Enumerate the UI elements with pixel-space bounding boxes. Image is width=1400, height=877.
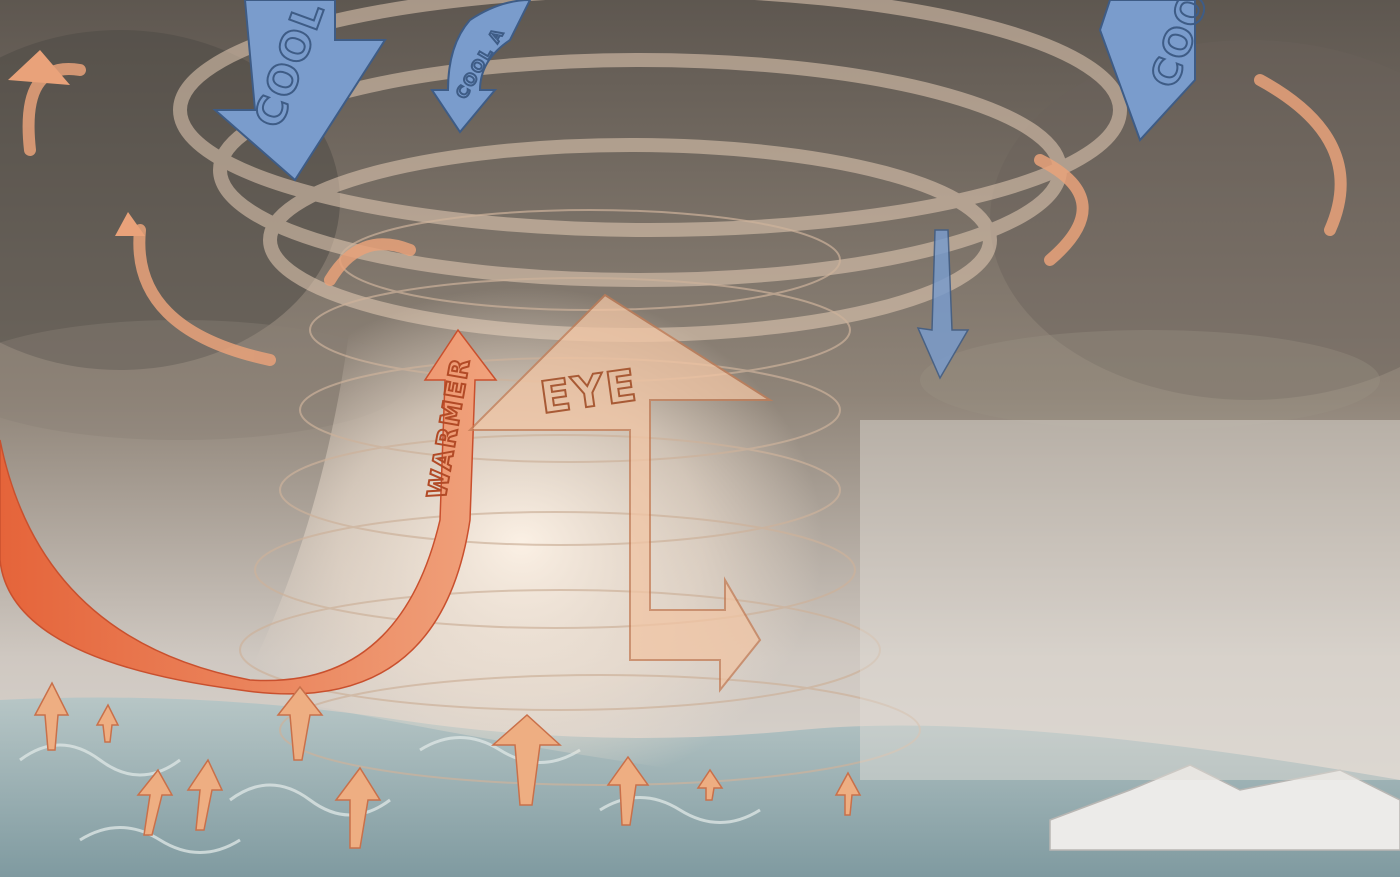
mountains <box>1049 764 1400 851</box>
cool-air-down-arrow-icon <box>916 229 970 380</box>
orange-swirl-arrows <box>22 63 1347 366</box>
cloud-band-right <box>920 330 1380 430</box>
eye-arrow <box>467 293 774 693</box>
rain-haze <box>860 420 1400 780</box>
updraft-arrows <box>33 681 862 849</box>
cool-air-arrow-3: COOL <box>1098 0 1227 142</box>
warm-air-up-arrow-icon <box>115 212 145 236</box>
dark-cloud-right <box>990 40 1400 400</box>
cool-air-arrow-1: COOL <box>212 0 387 182</box>
hot-air-inflow-arrow <box>0 328 498 695</box>
vortex-swirl-lines <box>239 209 921 786</box>
warm-air-up-arrow-icon <box>8 50 70 85</box>
cloud-band-mid <box>0 320 410 440</box>
